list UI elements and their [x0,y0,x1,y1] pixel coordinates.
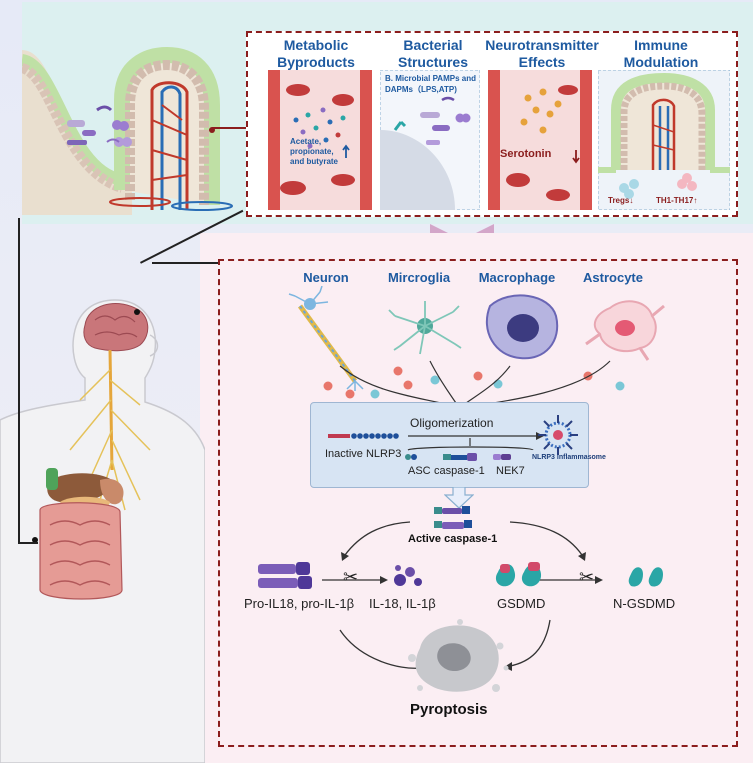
pyroptotic-cell-icon [408,619,509,692]
label-microglia: Mircroglia [387,270,451,285]
bacterial-caption: B. Microbial PAMPs and DAPMs（LPS,ATP) [385,74,476,94]
caspase-label: caspase-1 [434,465,485,477]
n-gsdmd-protein-icon [628,567,663,587]
th-label: TH1-TH17↑ [656,196,698,205]
label-macrophage: Macrophage [478,270,556,285]
pro-il-label: Pro-IL18, pro-IL-1β [244,596,355,611]
asc-label: ASC [408,465,431,477]
leader-line-brain-right [152,262,218,264]
serotonin-label: Serotonin [500,148,552,160]
metabolic-panel [268,70,372,210]
immune-panel [598,70,730,210]
gsdmd-label: GSDMD [497,596,546,611]
down-arrow-icon [444,487,474,509]
human-body-illustration [0,299,205,763]
n-gsdmd-label: N-GSDMD [613,596,676,611]
bottom-dashed-box [218,259,738,747]
inflammasome-diagram [328,415,578,461]
scissors-icon-2: ✂ [579,567,595,587]
inflammasome-box [310,402,589,488]
metabolic-caption: Acetate, propionate, and butyrate [290,137,339,166]
il-protein-icon [394,565,422,586]
intestinal-villi-illustration [22,30,247,215]
bacterial-panel [380,70,480,210]
label-neuron: Neuron [303,270,349,285]
pyroptosis-label: Pyroptosis [410,701,488,718]
leader-line-gut [18,542,38,544]
neurotransmitter-panel [488,70,592,210]
scissors-icon: ✂ [343,567,359,587]
connector-line [212,127,249,129]
oligomerization-label: Oligomerization [410,416,494,430]
gsdmd-protein-icon [495,562,542,587]
active-caspase-icon [434,506,472,529]
pro-il-protein-icon [258,562,312,589]
nlrp3-inflammasome-label: NLRP3 inflammasome [532,454,606,461]
active-caspase-label: Active caspase-1 [408,533,498,545]
il-label: IL-18, IL-1β [369,596,436,611]
nek7-label: NEK7 [496,465,525,477]
leader-line-vertical [18,218,20,543]
label-astrocyte: Astrocyte [583,270,643,285]
tregs-label: Tregs↓ [608,196,634,205]
inactive-nlrp3-label: Inactive NLRP3 [325,448,402,460]
cells-illustration [288,286,665,416]
